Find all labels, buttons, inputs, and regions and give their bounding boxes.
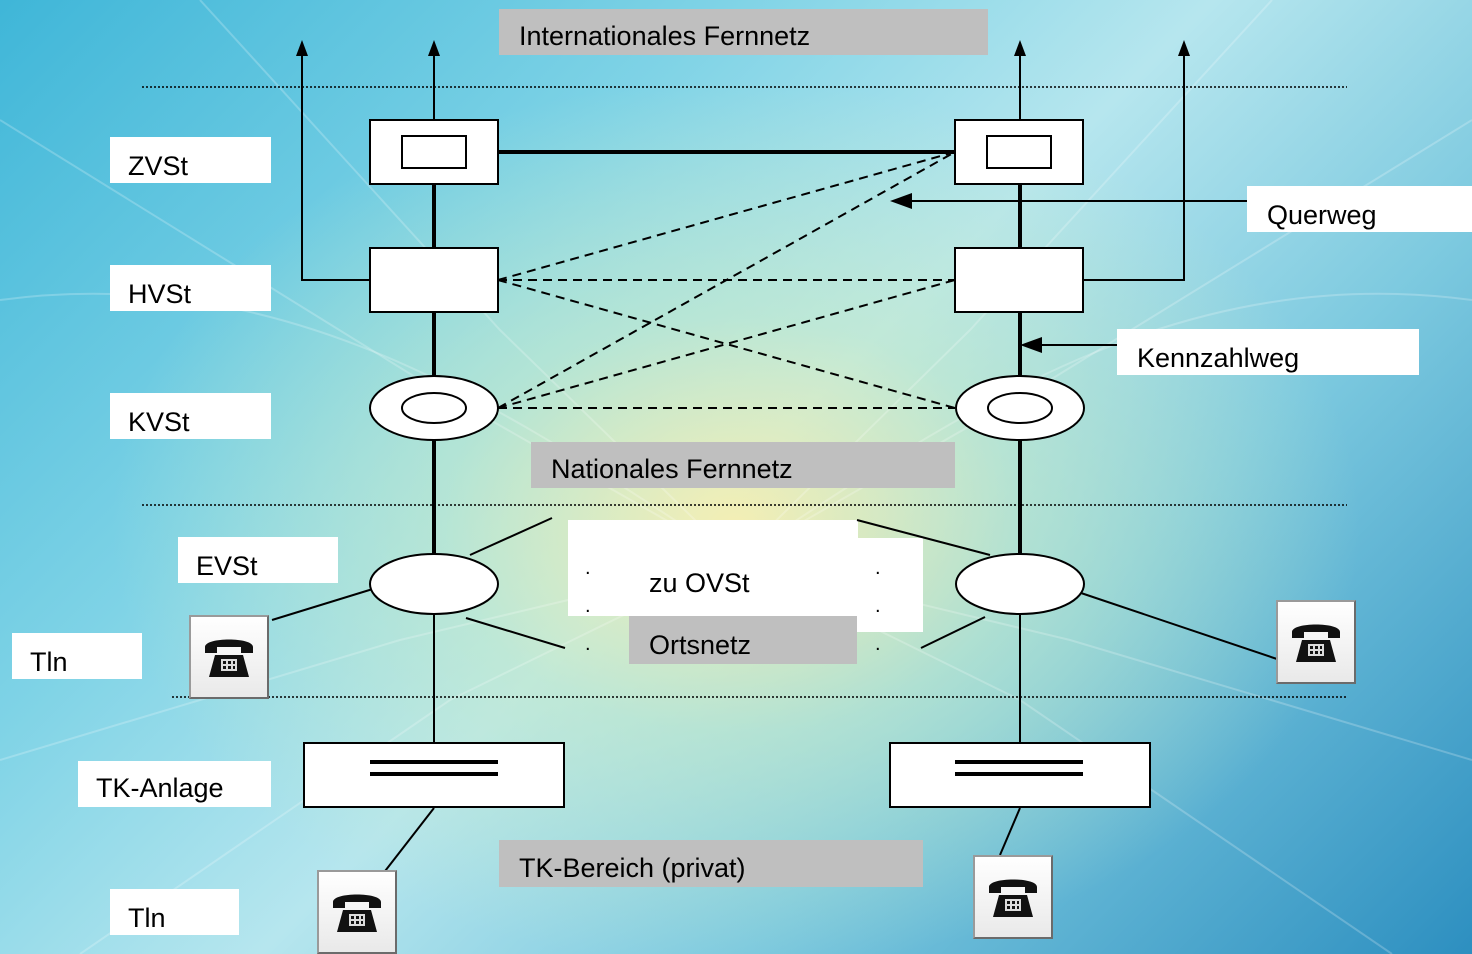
level-label-tln-upper: Tln [12,633,142,679]
telephone-icon [973,855,1053,939]
link-right-evst-ovst-down [920,616,986,649]
link-right-evst-tln [1077,591,1281,661]
cross-links [497,151,956,409]
level-label-kvst: KVSt [110,393,271,439]
zone-label-private: TK-Bereich (privat) [499,840,923,887]
uplink-left-outer [301,52,370,281]
telephone-icon [189,615,269,699]
zone-label-national: Nationales Fernnetz [531,442,955,488]
node-hvst-right [954,247,1084,313]
node-evst-left [369,553,499,615]
ellipsis-dot: . [875,557,881,579]
link-left-evst-ovst-down [465,617,566,649]
telephone-icon [317,870,397,954]
arrow-up-icon [296,40,1190,56]
node-kvst-right-inner [987,392,1053,424]
link-left-tk-tln [381,807,435,876]
level-label-tk-anlage: TK-Anlage [78,761,271,807]
link-right-evst-ovst-up [856,519,991,556]
separator-lines [142,86,1347,698]
node-kvst-left-inner [401,392,467,424]
node-zvst-left-inner [401,135,467,169]
ellipsis-dot: . [585,633,591,655]
white-backdrop-local [568,520,858,616]
ellipsis-dot: . [585,595,591,617]
zone-label-local: Ortsnetz [629,614,857,664]
telephone-icon [1276,600,1356,684]
level-label-zvst: ZVSt [110,137,271,183]
ellipsis-dot: . [875,633,881,655]
ellipsis-dot: . [875,595,881,617]
node-hvst-left [369,247,499,313]
node-evst-right [955,553,1085,615]
uplink-right-outer [1083,52,1185,281]
arrow-left-icon [890,193,1042,353]
zone-label-to-local-exchanges: zu OVSt [649,568,750,598]
level-label-hvst: HVSt [110,265,271,311]
level-label-evst: EVSt [178,537,338,583]
annotation-kennzahlweg: Kennzahlweg [1117,329,1419,375]
link-left-evst-ovst-up [469,517,553,556]
zone-label-international: Internationales Fernnetz [499,9,988,55]
link-right-tk-tln [999,807,1021,856]
node-zvst-right-inner [986,135,1052,169]
ellipsis-dot: . [585,557,591,579]
link-left-evst-tln [271,587,377,621]
level-label-tln-lower: Tln [110,889,239,935]
annotation-querweg: Querweg [1247,186,1472,232]
white-backdrop-local-right [857,538,923,632]
